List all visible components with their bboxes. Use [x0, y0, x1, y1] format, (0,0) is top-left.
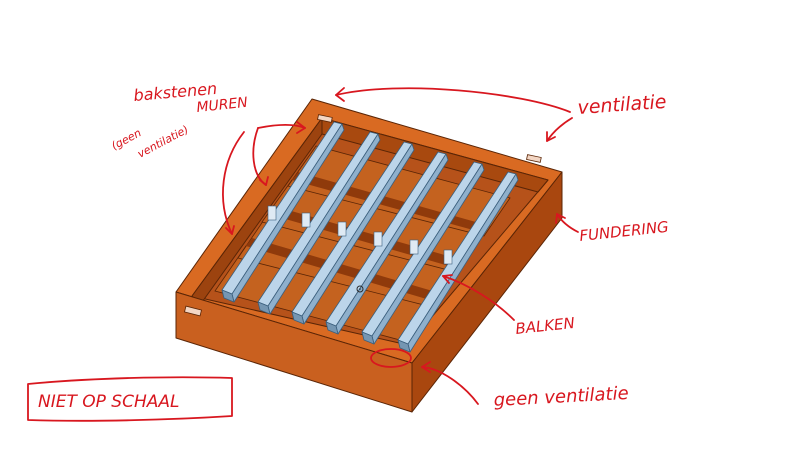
arrow-ventilatie-1: [335, 87, 571, 113]
label-niet-op-schaal: NIET OP SCHAAL: [38, 392, 179, 412]
center-mark: [356, 285, 364, 293]
niet-op-schaal-box: [27, 376, 233, 422]
beam-5: [361, 161, 485, 345]
beam-3: [291, 141, 415, 325]
arrow-fundering: [556, 213, 579, 233]
arrow-balken: [442, 275, 515, 321]
label-ventilatie: ventilatie: [577, 91, 667, 119]
label-geen-ventilatie-left-2: ventilatie): [135, 123, 190, 161]
beam-1: [221, 121, 345, 303]
arrow-muren-1: [257, 123, 306, 129]
arrow-geen-ventilatie: [421, 366, 479, 405]
vent-opening-front-left: [184, 305, 202, 317]
beam-4: [325, 151, 449, 335]
beam-6: [397, 171, 519, 353]
arrow-muren-3: [222, 131, 245, 235]
vent-opening-back-right: [526, 154, 542, 163]
label-muren: MUREN: [196, 95, 249, 116]
arrow-ventilatie-2: [546, 117, 573, 142]
no-vent-circle: [370, 348, 412, 368]
foundation-side-wall: [411, 171, 563, 413]
annotation-arrows: [27, 87, 579, 422]
vent-opening-back-left: [317, 114, 333, 123]
beam-supports: [267, 205, 453, 265]
label-balken: BALKEN: [515, 314, 576, 338]
beam-2: [257, 131, 381, 315]
label-fundering: FUNDERING: [579, 218, 670, 245]
beams: [221, 121, 519, 353]
label-geen-ventilatie-bottom: geen ventilatie: [493, 383, 629, 411]
